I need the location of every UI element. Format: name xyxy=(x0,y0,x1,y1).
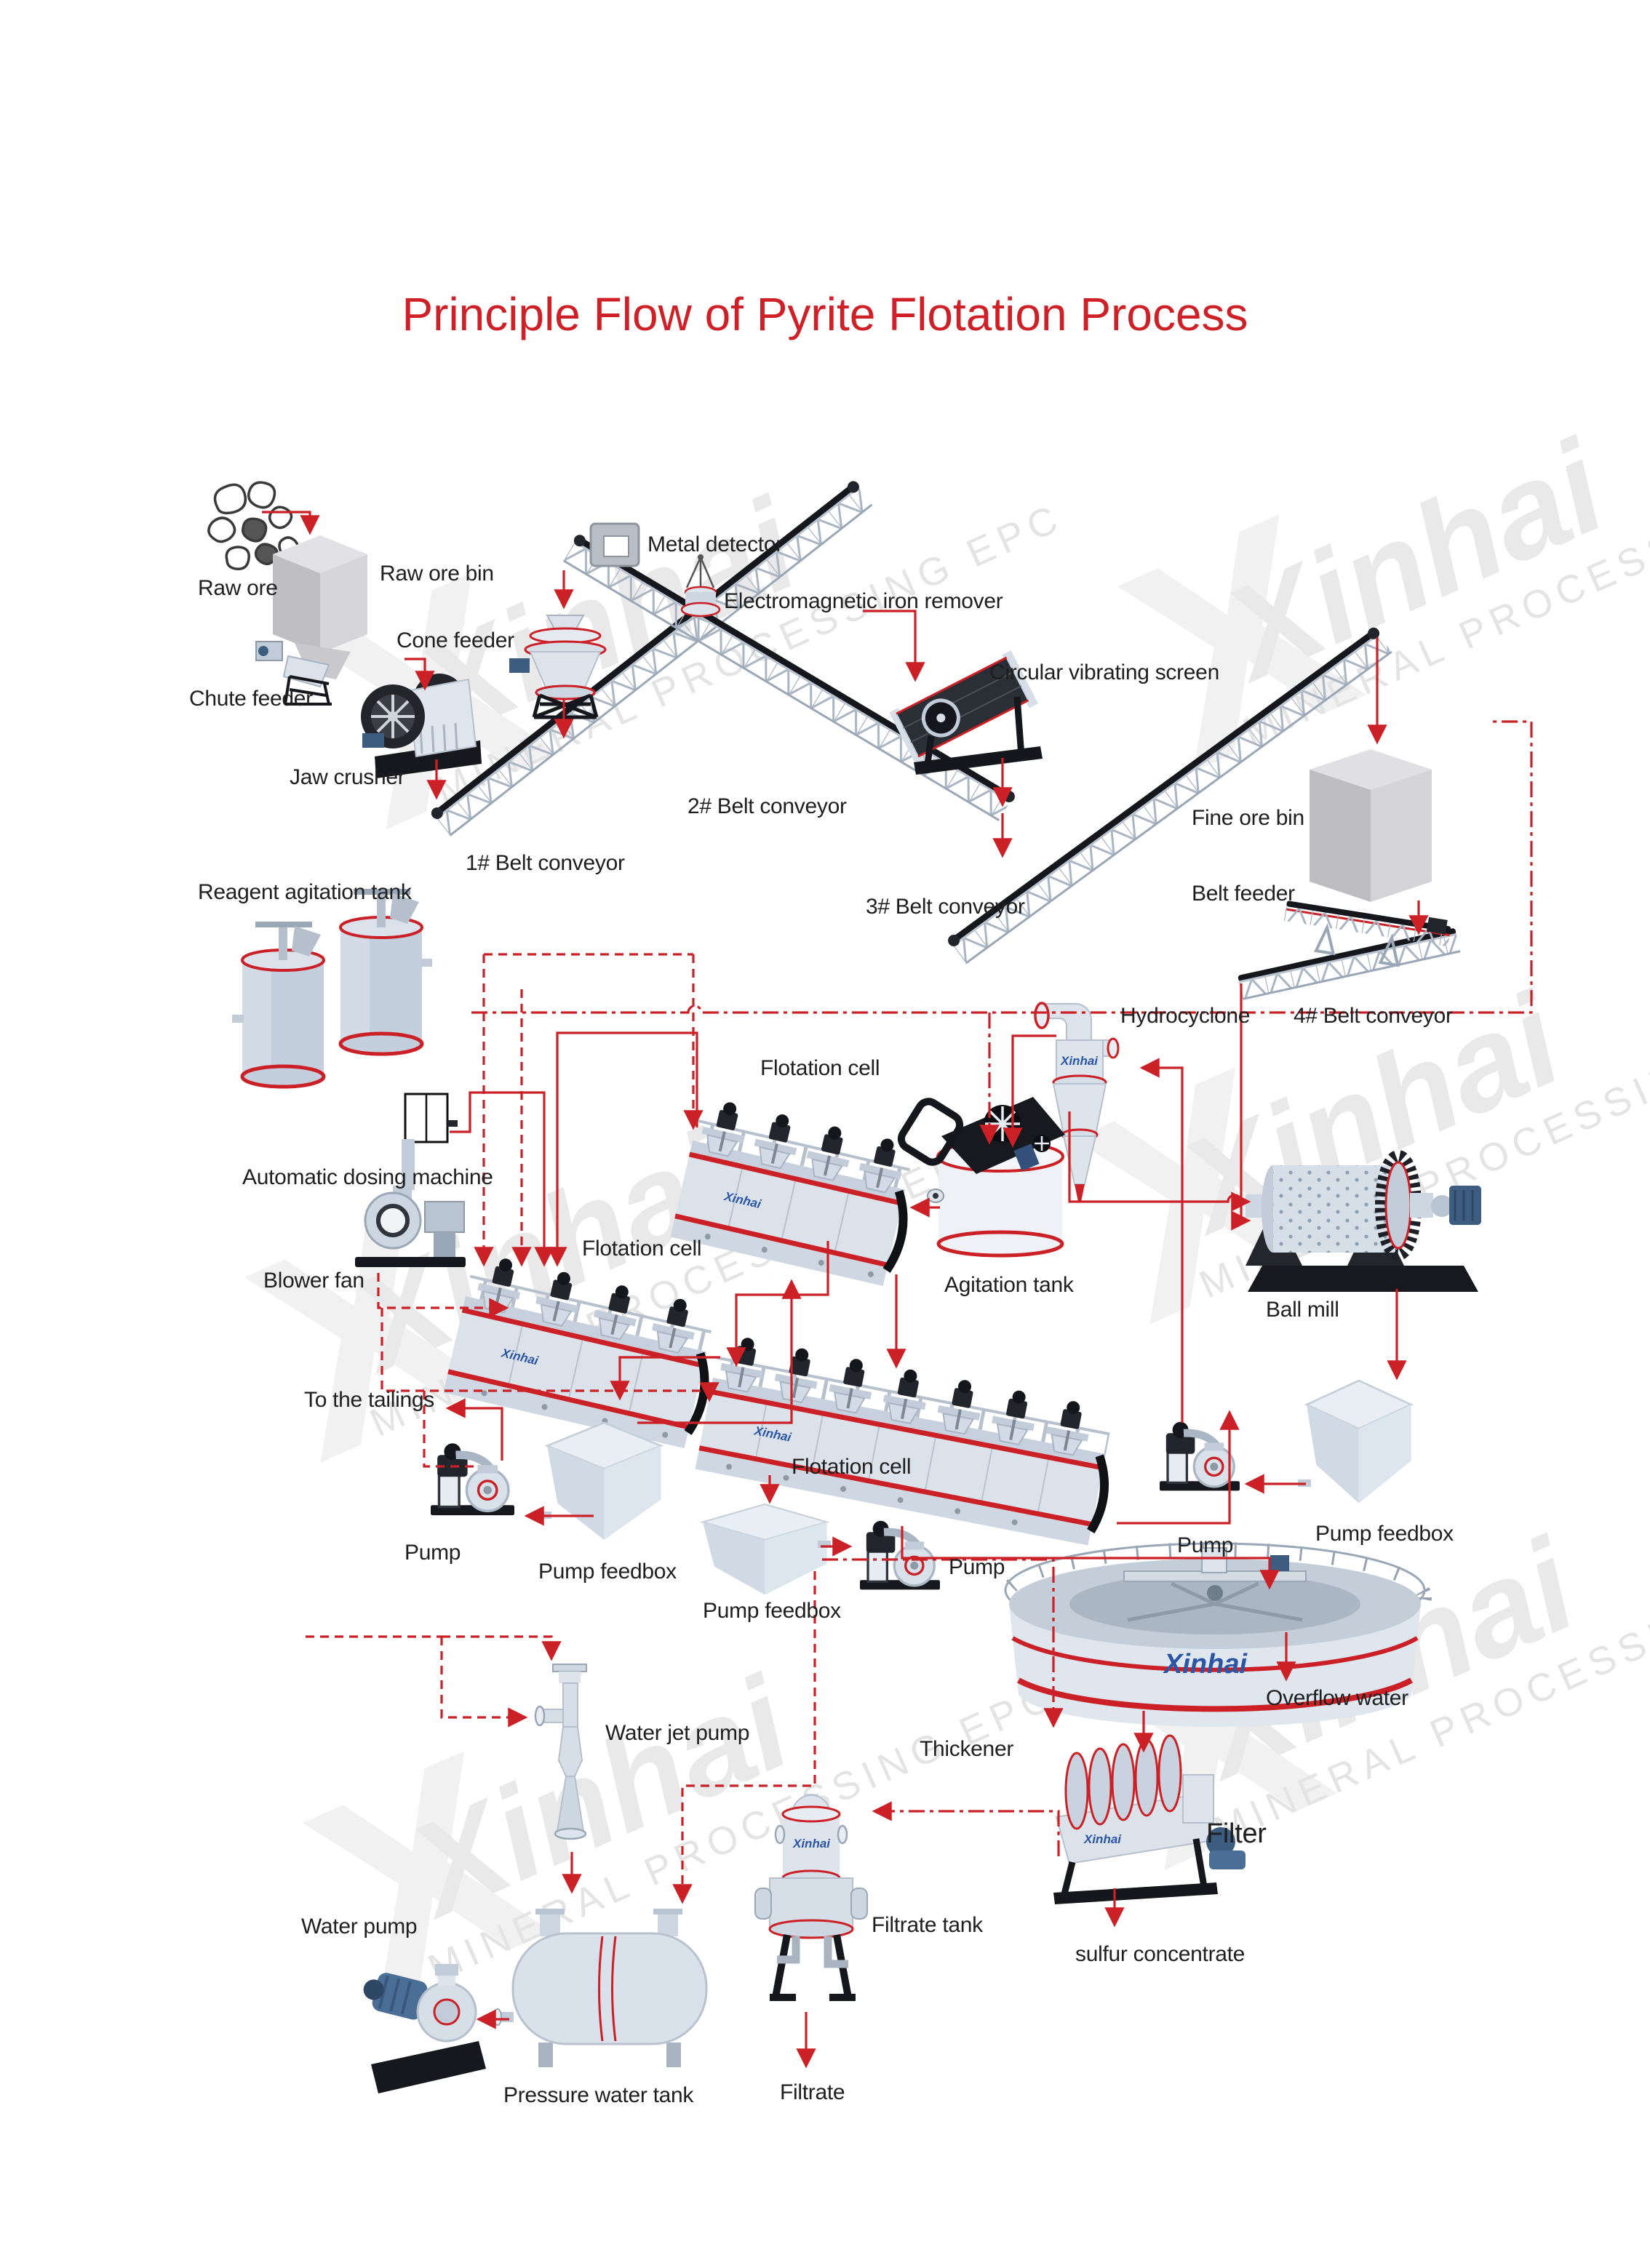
label-belt-feeder: Belt feeder xyxy=(1192,882,1295,906)
pump-right-machine xyxy=(1160,1422,1240,1491)
iron-remover-device xyxy=(680,554,721,618)
svg-text:Xinhai: Xinhai xyxy=(1163,1649,1248,1680)
svg-text:Xinhai: Xinhai xyxy=(792,1837,831,1850)
label-overflow-water: Overflow water xyxy=(1266,1686,1408,1710)
label-vibrating-screen: Circular vibrating screen xyxy=(989,660,1219,684)
label-thickener: Thickener xyxy=(920,1737,1014,1761)
label-pump-feedbox-right: Pump feedbox xyxy=(1315,1522,1454,1546)
dosing-machine-box xyxy=(404,1093,458,1143)
feedbox-mid-spigot xyxy=(818,1541,831,1548)
label-filtrate: Filtrate xyxy=(780,2080,845,2104)
flow-lines-dashdot xyxy=(471,720,1533,1856)
raw-ore-bin xyxy=(273,535,367,679)
label-belt-conveyor-3: 3# Belt conveyor xyxy=(866,895,1025,919)
label-reagent-tank: Reagent agitation tank xyxy=(198,880,412,904)
flotation-cell-2-machine: Xinhai xyxy=(443,1252,712,1448)
label-iron-remover: Electromagnetic iron remover xyxy=(724,589,1003,613)
label-belt-conveyor-1: 1# Belt conveyor xyxy=(466,851,625,875)
label-belt-conveyor-2: 2# Belt conveyor xyxy=(688,794,847,818)
label-fine-ore-bin: Fine ore bin xyxy=(1192,806,1304,830)
label-dosing-machine: Automatic dosing machine xyxy=(242,1165,493,1189)
page-title: Principle Flow of Pyrite Flotation Proce… xyxy=(402,287,1248,340)
reagent-agitation-tanks xyxy=(232,889,432,1089)
pressure-water-tank-machine xyxy=(493,1909,708,2067)
label-pump-right: Pump xyxy=(1177,1533,1234,1557)
flotation-cell-3-machine: Xinhai xyxy=(695,1332,1110,1546)
label-filter: Filter xyxy=(1206,1818,1267,1849)
label-jaw-crusher: Jaw crusher xyxy=(290,765,405,789)
jaw-crusher-machine xyxy=(361,674,482,778)
label-ball-mill: Ball mill xyxy=(1266,1298,1339,1322)
label-pump-mid: Pump xyxy=(949,1555,1005,1579)
label-belt-conveyor-4: 4# Belt conveyor xyxy=(1294,1004,1453,1028)
metal-detector-device xyxy=(589,522,640,567)
belt-conveyor-1 xyxy=(431,481,873,836)
pump-mid-machine xyxy=(860,1521,940,1590)
label-sulfur-concentrate: sulfur concentrate xyxy=(1075,1942,1246,1966)
label-flotation-cell-3: Flotation cell xyxy=(792,1455,912,1479)
pump-feedbox-mid-machine xyxy=(701,1503,829,1597)
raw-ore-rocks xyxy=(207,481,300,570)
label-hydrocyclone: Hydrocyclone xyxy=(1120,1004,1251,1028)
label-water-pump: Water pump xyxy=(301,1914,418,1938)
label-raw-ore: Raw ore xyxy=(198,576,278,600)
svg-text:Xinhai: Xinhai xyxy=(1083,1832,1122,1846)
hydrocyclone-machine: Xinhai xyxy=(1034,1002,1120,1202)
flotation-cell-1-machine: Xinhai xyxy=(670,1095,911,1286)
fine-ore-bin xyxy=(1310,749,1432,902)
flow-lines-solid xyxy=(262,511,1429,2069)
label-raw-ore-bin: Raw ore bin xyxy=(380,562,494,586)
vibrating-screen-machine xyxy=(889,650,1043,775)
svg-text:Xinhai: Xinhai xyxy=(1060,1054,1099,1068)
label-flotation-cell-1: Flotation cell xyxy=(760,1056,880,1080)
filtrate-tank-machine: Xinhai xyxy=(754,1794,868,2001)
pump-feedbox-right-machine xyxy=(1305,1379,1413,1504)
belt-conveyor-4 xyxy=(1238,928,1461,1000)
label-pressure-water-tank: Pressure water tank xyxy=(503,2083,694,2107)
label-metal-detector: Metal detector xyxy=(647,532,783,556)
label-flotation-cell-2: Flotation cell xyxy=(582,1237,702,1261)
label-to-the-tailings: To the tailings xyxy=(304,1388,434,1412)
chute-feeder-machine xyxy=(255,641,332,706)
pump-feedbox-left-machine xyxy=(546,1421,663,1541)
label-pump-feedbox-left: Pump feedbox xyxy=(538,1560,677,1584)
label-filtrate-tank: Filtrate tank xyxy=(872,1913,983,1937)
water-pump-machine xyxy=(363,1964,486,2093)
filter-machine: Xinhai xyxy=(1053,1734,1246,1904)
label-pump-feedbox-mid: Pump feedbox xyxy=(703,1599,841,1623)
cone-feeder-machine xyxy=(509,615,607,719)
label-water-jet-pump: Water jet pump xyxy=(605,1721,750,1745)
belt-conveyor-3 xyxy=(948,627,1392,965)
label-blower-fan: Blower fan xyxy=(263,1269,364,1293)
water-jet-pump-machine xyxy=(534,1664,587,1840)
thickener-machine: Xinhai xyxy=(998,1542,1432,1727)
label-chute-feeder: Chute feeder xyxy=(189,687,313,711)
label-cone-feeder: Cone feeder xyxy=(396,628,514,652)
flow-lines-dashed xyxy=(306,953,816,1904)
label-pump-left: Pump xyxy=(404,1541,461,1565)
label-agitation-tank: Agitation tank xyxy=(944,1273,1074,1297)
blower-fan-machine xyxy=(355,1139,466,1267)
